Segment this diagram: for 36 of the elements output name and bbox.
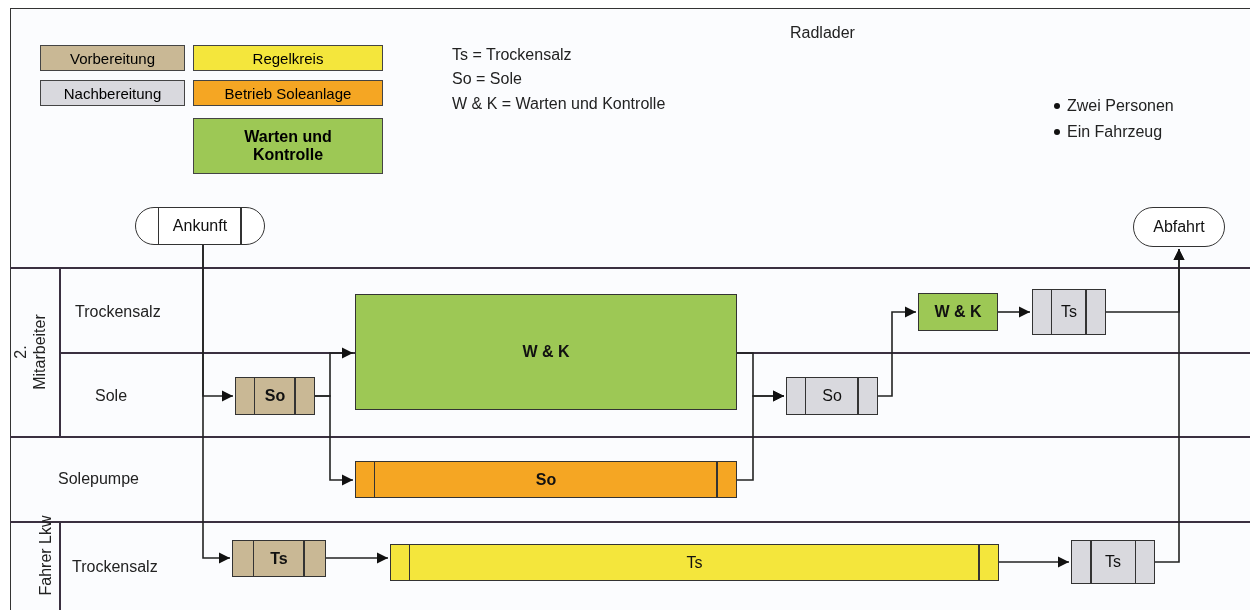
legend-label: Regelkreis bbox=[252, 49, 324, 67]
arrow bbox=[877, 306, 917, 397]
process-box: W & K bbox=[355, 294, 737, 410]
process-box: Ts bbox=[1032, 289, 1106, 335]
process-box: So bbox=[786, 377, 878, 415]
bullet-item: Ein Fahrzeug bbox=[1067, 123, 1163, 141]
legend-label: Betrieb Soleanlage bbox=[224, 84, 352, 102]
arrow bbox=[998, 556, 1070, 568]
lane-label: Trockensalz bbox=[72, 558, 158, 576]
arrow bbox=[202, 244, 231, 564]
lane-label: Fahrer Lkw bbox=[35, 514, 55, 598]
process-box: Ts bbox=[390, 544, 999, 581]
process-box: So bbox=[355, 461, 737, 498]
text-label: So = Sole bbox=[452, 70, 522, 88]
terminal-box: Abfahrt bbox=[1133, 207, 1225, 247]
process-box: Ts bbox=[1071, 540, 1155, 584]
arrow bbox=[736, 390, 785, 481]
arrow bbox=[314, 395, 354, 486]
process-box: W & K bbox=[918, 293, 998, 331]
process-box: Ts bbox=[232, 540, 326, 577]
lane-title: 2. Mitarbeiter bbox=[11, 313, 49, 392]
lane-label: Solepumpe bbox=[58, 470, 139, 488]
text-label: Ts = Trockensalz bbox=[452, 46, 572, 64]
text-label: W & K = Warten und Kontrolle bbox=[452, 95, 666, 113]
diagram-title: Radlader bbox=[790, 24, 855, 42]
arrow bbox=[1154, 248, 1185, 563]
lane-label: Sole bbox=[95, 387, 128, 405]
lane-label: Trockensalz bbox=[75, 303, 161, 321]
legend-label: Warten und Kontrolle bbox=[243, 128, 333, 164]
arrow bbox=[997, 306, 1031, 318]
arrow bbox=[325, 552, 389, 564]
legend-label: Nachbereitung bbox=[63, 84, 162, 102]
bullet-item: Zwei Personen bbox=[1067, 97, 1174, 115]
terminal-box: Ankunft bbox=[135, 207, 265, 245]
legend-label: Vorbereitung bbox=[69, 49, 156, 67]
process-box: So bbox=[235, 377, 315, 415]
